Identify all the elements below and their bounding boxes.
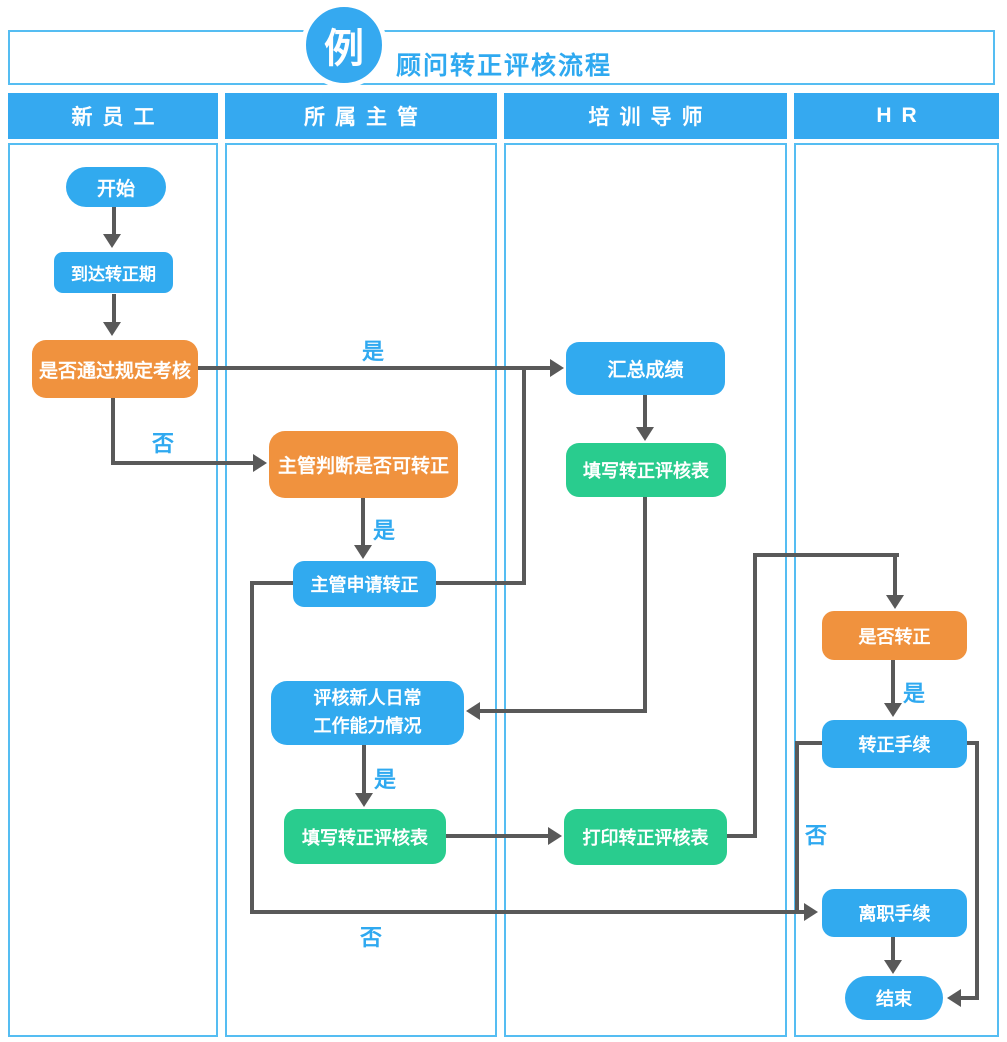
edge-label-no: 否	[360, 925, 383, 950]
edge-line	[643, 395, 647, 430]
node-pass-required-exam: 是否通过规定考核	[32, 340, 198, 398]
edge-line	[111, 461, 256, 465]
edge-line	[362, 745, 366, 796]
arrow-down-icon	[884, 960, 902, 974]
node-print-review-form: 打印转正评核表	[564, 809, 727, 865]
edge-line	[480, 709, 647, 713]
node-resignation-procedure: 离职手续	[822, 889, 967, 937]
lane-body-mentor	[504, 143, 787, 1037]
edge-line	[961, 996, 979, 1000]
edge-line	[753, 553, 899, 557]
arrow-down-icon	[884, 703, 902, 717]
arrow-down-icon	[354, 545, 372, 559]
arrow-right-icon	[253, 454, 267, 472]
edge-line	[795, 741, 799, 914]
edge-line	[361, 498, 365, 548]
edge-line	[198, 366, 552, 370]
lane-header-supervisor: 所属主管	[225, 93, 497, 139]
arrow-down-icon	[886, 595, 904, 609]
node-end: 结束	[845, 976, 943, 1020]
edge-line	[111, 398, 115, 465]
node-supervisor-apply: 主管申请转正	[293, 561, 436, 607]
edge-line	[112, 206, 116, 236]
edge-line	[250, 581, 254, 914]
node-evaluate-daily-line2: 工作能力情况	[313, 716, 422, 736]
edge-line	[727, 834, 757, 838]
arrow-down-icon	[636, 427, 654, 441]
page-title: 顾问转正评核流程	[396, 52, 613, 80]
arrow-down-icon	[355, 793, 373, 807]
edge-line	[753, 555, 757, 838]
edge-label-no: 否	[152, 431, 175, 456]
lane-body-hr	[794, 143, 999, 1037]
node-regularization-procedure: 转正手续	[822, 720, 967, 768]
lane-header-new-employee: 新员工	[8, 93, 218, 139]
edge-line	[112, 294, 116, 324]
edge-line	[436, 581, 526, 585]
edge-line	[975, 741, 979, 1000]
arrow-left-icon	[466, 702, 480, 720]
edge-line	[965, 741, 979, 745]
example-badge-label: 例	[324, 27, 364, 71]
example-badge-icon: 例	[301, 2, 387, 88]
edge-label-yes: 是	[373, 518, 396, 543]
edge-line	[446, 834, 550, 838]
node-summarize-scores: 汇总成绩	[566, 342, 725, 395]
edge-line	[893, 553, 897, 598]
edge-line	[891, 937, 895, 965]
edge-label-no: 否	[805, 823, 828, 848]
node-evaluate-daily-ability: 评核新人日常 工作能力情况	[271, 681, 464, 745]
node-fill-review-form-mentor: 填写转正评核表	[566, 443, 726, 497]
arrow-right-icon	[550, 359, 564, 377]
node-confirm-regularization: 是否转正	[822, 611, 967, 660]
edge-label-yes: 是	[362, 339, 385, 364]
lane-body-supervisor	[225, 143, 497, 1037]
arrow-down-icon	[103, 322, 121, 336]
arrow-left-icon	[947, 989, 961, 1007]
edge-line	[250, 910, 806, 914]
node-reach-probation-end: 到达转正期	[54, 252, 173, 293]
lane-header-hr: HR	[794, 93, 999, 139]
arrow-down-icon	[103, 234, 121, 248]
node-fill-review-form-supervisor: 填写转正评核表	[284, 809, 446, 864]
edge-line	[795, 741, 822, 745]
edge-line	[643, 497, 647, 713]
edge-label-yes: 是	[903, 681, 926, 706]
edge-line	[522, 368, 526, 585]
arrow-right-icon	[804, 903, 818, 921]
lane-body-new-employee	[8, 143, 218, 1037]
node-supervisor-judge: 主管判断是否可转正	[269, 431, 458, 498]
edge-label-yes: 是	[374, 767, 397, 792]
arrow-right-icon	[548, 827, 562, 845]
lane-header-mentor: 培训导师	[504, 93, 787, 139]
node-start: 开始	[66, 167, 166, 207]
node-evaluate-daily-line1: 评核新人日常	[313, 688, 422, 709]
edge-line	[891, 660, 895, 707]
edge-line	[250, 581, 295, 585]
title-bar	[8, 30, 995, 85]
